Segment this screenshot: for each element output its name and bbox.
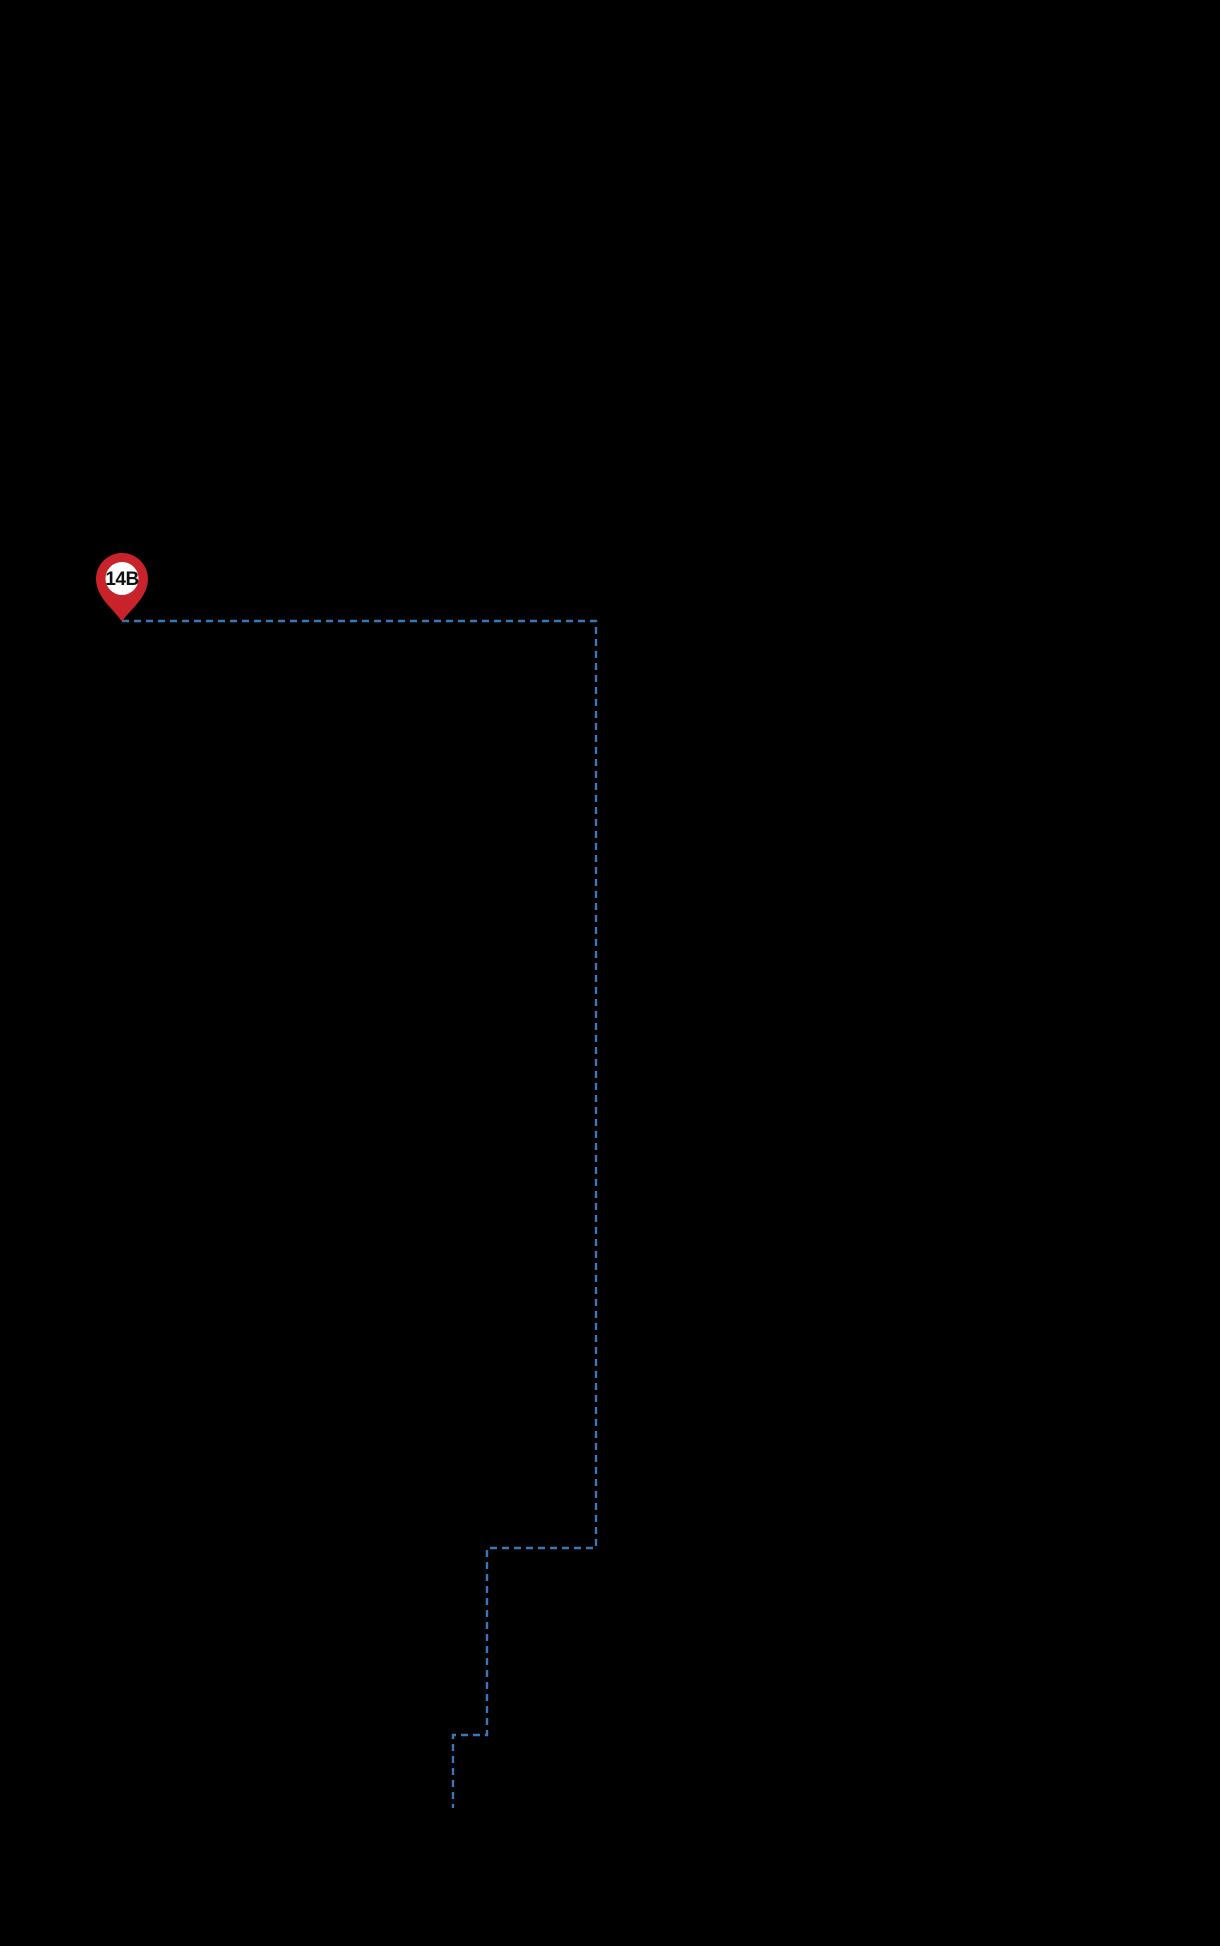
map-pin-marker[interactable]: 14B — [96, 553, 148, 621]
map-pin-inner-circle — [105, 562, 139, 595]
map-pin-icon — [96, 553, 148, 621]
dashed-route-path[interactable] — [122, 619, 598, 1808]
